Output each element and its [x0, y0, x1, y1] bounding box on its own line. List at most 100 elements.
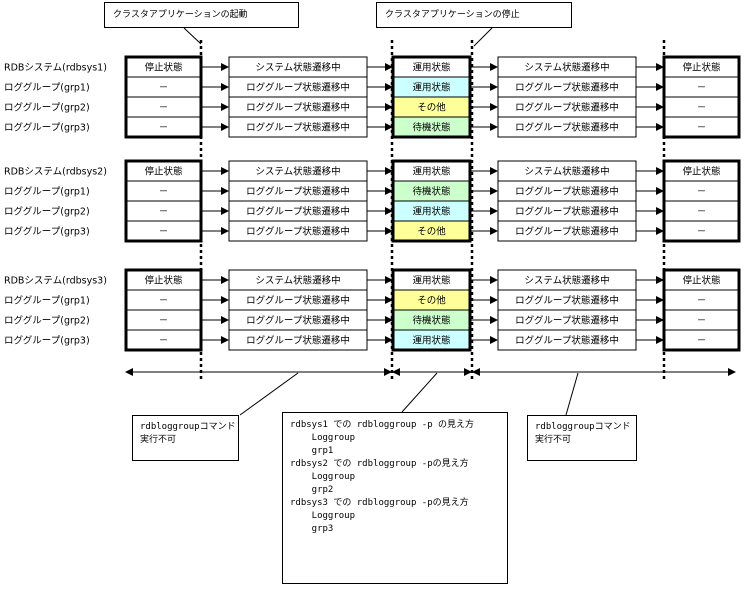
callout-stop-pointer	[473, 27, 493, 47]
note-left-line-1: rdbloggroupコマンド	[140, 422, 236, 432]
state-cell-label: 運用状態	[412, 166, 450, 178]
state-cell-label: －	[697, 296, 707, 307]
callout-start-text: クラスタアプリケーションの起動	[113, 10, 248, 20]
state-block-border	[662, 159, 741, 243]
note-left-line-2: 実行不可	[140, 435, 177, 445]
note-center-pointer	[401, 372, 438, 413]
state-cell-label: －	[159, 296, 169, 307]
state-cell-label: 運用状態	[412, 275, 450, 287]
state-cell-label: ロググループ状態遷移中	[515, 226, 619, 238]
state-cell-label: ロググループ状態遷移中	[246, 186, 350, 198]
state-cell-label: ロググループ状態遷移中	[515, 82, 619, 94]
note-center-line-11: grp3	[290, 524, 334, 534]
state-cell-label: 停止状態	[682, 62, 720, 74]
state-cell-label: システム状態遷移中	[524, 275, 609, 287]
state-cell-label: ロググループ状態遷移中	[246, 335, 350, 347]
note-right-pointer	[565, 372, 579, 416]
state-cell-label: ロググループ状態遷移中	[515, 295, 619, 307]
loggroup-label: ロググループ(grp2)	[4, 206, 90, 218]
state-cell-label: 運用状態	[412, 62, 450, 74]
state-cell-label: －	[697, 83, 707, 94]
callout-cluster-stop: クラスタアプリケーションの停止	[376, 2, 572, 28]
state-cell-label: 停止状態	[144, 166, 182, 178]
state-cell-label: システム状態遷移中	[524, 166, 609, 178]
note-command-unavailable-right: rdbloggroupコマンド 実行不可	[527, 415, 637, 461]
state-cell-label: システム状態遷移中	[524, 62, 609, 74]
state-block-border	[391, 159, 472, 243]
state-cell-label: システム状態遷移中	[255, 275, 340, 287]
loggroup-label: ロググループ(grp3)	[4, 226, 90, 238]
note-center-line-10: Loggroup	[290, 511, 356, 521]
state-cell-label: ロググループ状態遷移中	[246, 206, 350, 218]
state-cell-label: 停止状態	[144, 275, 182, 287]
loggroup-label: ロググループ(grp1)	[4, 82, 90, 94]
callout-stop-text: クラスタアプリケーションの停止	[385, 10, 520, 20]
state-cell-label: 停止状態	[682, 275, 720, 287]
note-center-line-7: grp2	[290, 485, 334, 495]
note-center-line-3: grp1	[290, 446, 334, 456]
loggroup-label: ロググループ(grp3)	[4, 122, 90, 134]
state-cell-label: ロググループ状態遷移中	[246, 295, 350, 307]
note-right-line-2: 実行不可	[535, 435, 572, 445]
system-label: RDBシステム(rdbsys2)	[4, 167, 107, 178]
note-right-line-1: rdbloggroupコマンド	[535, 422, 631, 432]
state-cell-label: －	[697, 103, 707, 114]
state-cell-label: その他	[417, 102, 446, 114]
note-loggroup-visibility: rdbsys1 での rdbloggroup -p の見え方 Loggroup …	[282, 412, 508, 584]
transition-block-border	[497, 56, 637, 138]
state-cell-label: －	[697, 123, 707, 134]
note-center-line-5: rdbsys2 での rdbloggroup -pの見え方	[290, 459, 469, 469]
state-cell-label: －	[697, 207, 707, 218]
transition-block-border	[497, 269, 637, 351]
state-cell-label: その他	[417, 226, 446, 238]
loggroup-label: ロググループ(grp3)	[4, 335, 90, 347]
note-center-line-9: rdbsys3 での rdbloggroup -pの見え方	[290, 498, 469, 508]
state-cell-label: 待機状態	[412, 315, 450, 327]
transition-block-border	[228, 160, 368, 242]
state-cell-label: ロググループ状態遷移中	[515, 102, 619, 114]
loggroup-label: ロググループ(grp1)	[4, 295, 90, 307]
state-block-border	[124, 159, 203, 243]
state-cell-label: ロググループ状態遷移中	[515, 122, 619, 134]
state-cell-label: ロググループ状態遷移中	[515, 206, 619, 218]
system-group-2: RDBシステム(rdbsys2) 停止状態 システム状態遷移中 運用状態 システム状態遷…	[4, 159, 741, 243]
state-cell-label: 停止状態	[682, 166, 720, 178]
state-cell-label: 待機状態	[412, 186, 450, 198]
transition-block-border	[228, 56, 368, 138]
state-cell-label: ロググループ状態遷移中	[515, 315, 619, 327]
state-cell-label: システム状態遷移中	[255, 166, 340, 178]
loggroup-label: ロググループ(grp2)	[4, 315, 90, 327]
state-cell-label: －	[697, 187, 707, 198]
state-cell-label: －	[159, 83, 169, 94]
system-group-1: RDBシステム(rdbsys1)停止状態システム状態遷移中運用状態システム状態遷…	[4, 55, 741, 139]
note-center-line-1: rdbsys1 での rdbloggroup -p の見え方	[290, 420, 475, 430]
note-center-line-2: Loggroup	[290, 433, 356, 443]
state-cell-label: －	[159, 207, 169, 218]
state-cell-label: 停止状態	[144, 62, 182, 74]
transition-block-border	[228, 269, 368, 351]
callout-cluster-start: クラスタアプリケーションの起動	[104, 2, 299, 28]
state-cell-label: －	[159, 316, 169, 327]
state-cell-label: 待機状態	[412, 122, 450, 134]
state-cell-label: ロググループ状態遷移中	[515, 335, 619, 347]
transition-block-border	[497, 160, 637, 242]
state-cell-label: －	[159, 336, 169, 347]
state-cell-label: ロググループ状態遷移中	[246, 315, 350, 327]
loggroup-label: ロググループ(grp1)	[4, 186, 90, 198]
state-cell-label: －	[697, 316, 707, 327]
state-cell-label: －	[159, 123, 169, 134]
state-cell-label: システム状態遷移中	[255, 62, 340, 74]
note-left-pointer	[239, 372, 299, 416]
state-cell-label: ロググループ状態遷移中	[246, 226, 350, 238]
system-group-3: RDBシステム(rdbsys3)停止状態システム状態遷移中運用状態システム状態遷…	[4, 268, 741, 352]
state-cell-label: ロググループ状態遷移中	[246, 82, 350, 94]
state-cell-label: ロググループ状態遷移中	[246, 102, 350, 114]
state-cell-label: ロググループ状態遷移中	[246, 122, 350, 134]
state-cell-label: －	[159, 227, 169, 238]
loggroup-label: ロググループ(grp2)	[4, 102, 90, 114]
callout-start-pointer	[183, 27, 202, 45]
state-cell-label: －	[697, 227, 707, 238]
state-cell-label: －	[159, 103, 169, 114]
note-center-line-6: Loggroup	[290, 472, 356, 482]
